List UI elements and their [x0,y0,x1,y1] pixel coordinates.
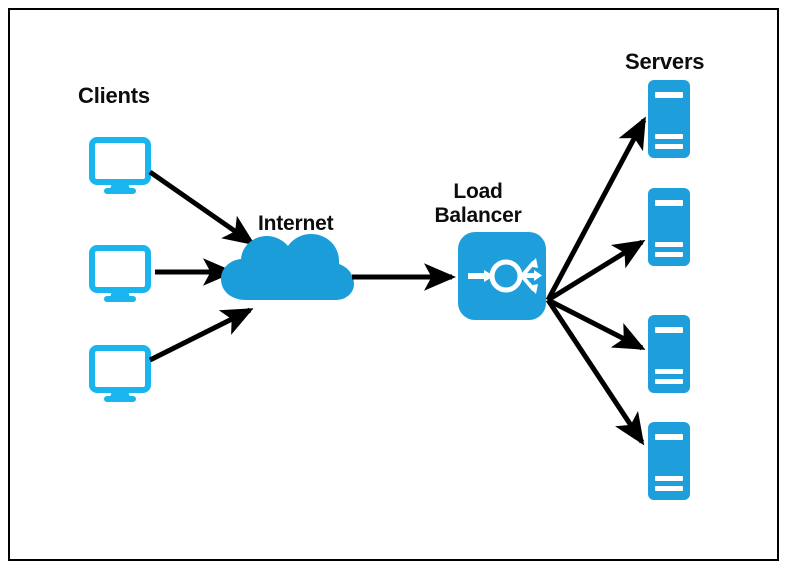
server-2[interactable] [648,188,690,266]
monitor-base [104,296,136,302]
server-bar [655,252,683,257]
arrow-load-balancer-to-server-2 [546,239,646,303]
servers-label: Servers [625,49,705,74]
arrow-load-balancer-to-server-4 [545,298,645,446]
monitor-base [104,396,136,402]
monitor-base [104,188,136,194]
client-1[interactable] [89,137,151,194]
server-bar [655,476,683,481]
load-balancer-label-line1: Load [453,180,503,203]
lb-circle-glyph [489,259,523,293]
internet-label: Internet [258,212,334,235]
lb-inbound-arrow-glyph [468,270,494,282]
monitor-icon [89,137,151,185]
server-bar [655,242,683,247]
cloud-icon [221,234,354,300]
load-balancer-label-line2: Balancer [434,203,522,227]
server-bar [655,369,683,374]
server-bar [655,486,683,491]
diagram-border [8,8,779,561]
server-bar [655,134,683,139]
server-3[interactable] [648,315,690,393]
monitor-icon [89,345,151,393]
server-1[interactable] [648,80,690,158]
server-bar [655,92,683,98]
load-balancer-node[interactable] [458,232,546,320]
clients-label: Clients [78,83,150,108]
monitor-icon [89,245,151,293]
server-bar [655,144,683,149]
server-bar [655,327,683,333]
arrow-client-3-to-internet [148,307,254,363]
client-3[interactable] [89,345,151,402]
server-bar [655,379,683,384]
arrow-client-1-to-internet [148,169,256,246]
arrow-load-balancer-to-server-1 [545,116,647,302]
lb-outbound-arrows-glyph [520,258,542,294]
server-bar [655,434,683,440]
internet-cloud[interactable] [221,234,354,300]
arrow-load-balancer-to-server-3 [546,297,646,351]
client-2[interactable] [89,245,151,302]
load-balancer-icon [458,232,546,320]
server-bar [655,200,683,206]
server-4[interactable] [648,422,690,500]
